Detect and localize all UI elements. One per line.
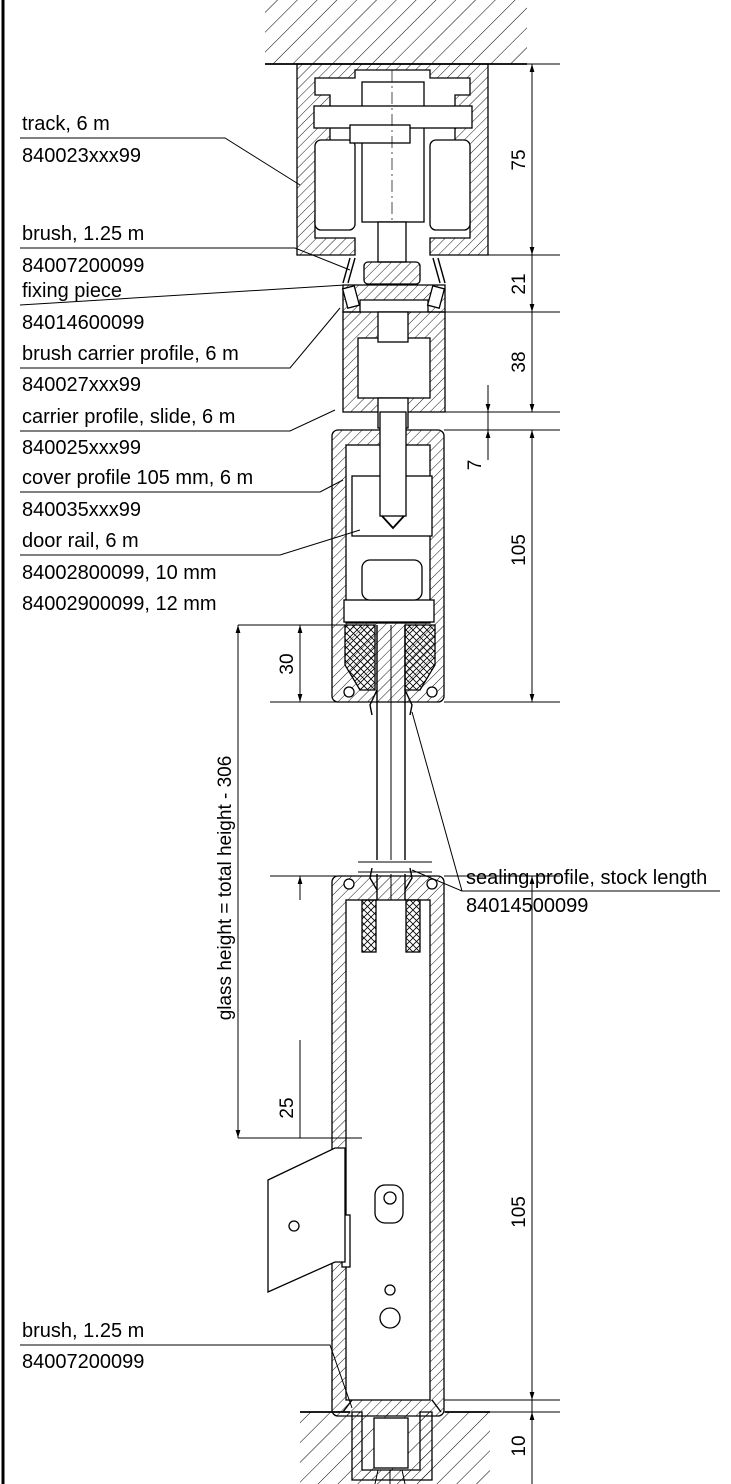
label-door-rail-code-12: 84002900099, 12 mm	[22, 593, 217, 615]
label-brush-bottom-code: 84007200099	[22, 1351, 144, 1373]
glass-clamp-top	[343, 624, 438, 698]
dim-105-top: 105	[509, 534, 530, 566]
label-track-code: 840023xxx99	[22, 145, 141, 167]
dim-25: 25	[277, 1097, 298, 1118]
ceiling-section	[265, 0, 527, 65]
label-sealing-name: sealing profile, stock length	[466, 867, 707, 889]
floor-guide	[342, 1399, 442, 1484]
brush-carrier-profile	[341, 284, 446, 429]
dim-glass-height: glass height = total height - 306	[215, 756, 236, 1021]
label-fixing-code: 84014600099	[22, 312, 144, 334]
dim-30: 30	[277, 653, 298, 674]
leader-lines	[19, 137, 720, 1409]
track-profile	[296, 63, 489, 263]
label-brush-top-name: brush, 1.25 m	[22, 223, 144, 245]
label-brush-bottom-name: brush, 1.25 m	[22, 1320, 144, 1342]
dim-7: 7	[465, 460, 486, 471]
dim-75: 75	[509, 149, 530, 170]
label-carrier-code: 840025xxx99	[22, 437, 141, 459]
label-cover-name: cover profile 105 mm, 6 m	[22, 467, 253, 489]
dim-38: 38	[509, 351, 530, 372]
label-fixing-name: fixing piece	[22, 280, 122, 302]
label-door-rail-code-10: 84002800099, 10 mm	[22, 562, 217, 584]
label-brush-top-code: 84007200099	[22, 255, 144, 277]
dimension-lines	[237, 63, 560, 1484]
label-track-name: track, 6 m	[22, 113, 110, 135]
label-brush-carrier-code: 840027xxx99	[22, 374, 141, 396]
dimension-texts: 75 21 38 7 105 30 glass height = total h…	[215, 149, 530, 1456]
label-door-rail-name: door rail, 6 m	[22, 530, 139, 552]
label-sealing-code: 84014500099	[466, 895, 588, 917]
label-cover-code: 840035xxx99	[22, 499, 141, 521]
dim-10: 10	[509, 1435, 530, 1456]
cover-profile-bottom	[331, 875, 445, 1417]
dimension-arrows	[235, 64, 535, 1440]
dim-105-bottom: 105	[509, 1196, 530, 1228]
label-brush-carrier-name: brush carrier profile, 6 m	[22, 343, 239, 365]
handle-plate	[267, 1147, 346, 1294]
top-brush	[342, 257, 446, 285]
dim-21: 21	[509, 273, 530, 294]
label-carrier-name: carrier profile, slide, 6 m	[22, 406, 235, 428]
callout-labels: track, 6 m 840023xxx99 brush, 1.25 m 840…	[22, 113, 707, 1373]
